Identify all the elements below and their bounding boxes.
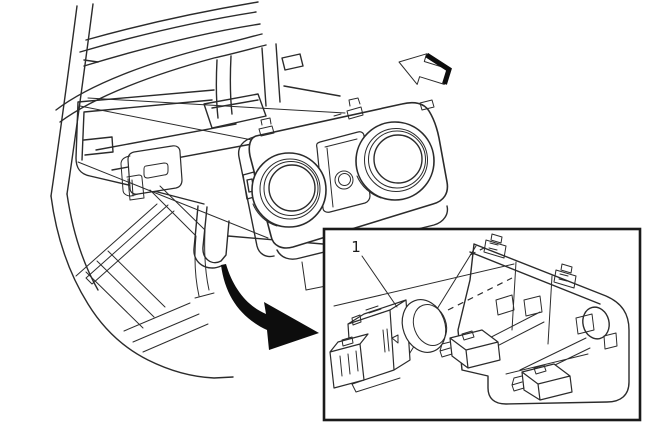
harness-connector-2-details	[511, 364, 547, 392]
harness-connector-1-details	[439, 330, 475, 358]
callout-1-label: 1	[351, 238, 361, 256]
rear-housing-illustration	[439, 233, 630, 405]
detail-inset: 1	[322, 227, 642, 422]
center-button-outer	[334, 170, 354, 190]
harness-connector-1	[449, 329, 501, 369]
callout-1-leader-line	[361, 255, 398, 308]
removal-direction-arrow-icon	[398, 52, 452, 85]
harness-connector-2	[521, 363, 573, 401]
left-knob-ring-2	[263, 161, 319, 216]
housing-knob-socket	[582, 306, 610, 340]
right-knob-ring-2	[368, 130, 426, 189]
center-plate-details	[324, 138, 358, 208]
housing-interior-details	[465, 261, 618, 381]
control-panel-clips	[258, 97, 435, 137]
left-knob-ring-1	[259, 158, 321, 220]
knob-base-arcs	[252, 175, 382, 227]
housing-top-clips	[483, 233, 577, 289]
dash-opening	[75, 85, 341, 205]
center-stack-tower	[203, 43, 304, 129]
knee-bolster-outline	[50, 193, 234, 379]
under-dash-supports	[126, 174, 215, 299]
left-knob-face	[268, 164, 316, 212]
direction-arrow-shadow-edge	[425, 52, 452, 85]
switch-knob-face	[412, 304, 448, 346]
blank-switch-bezel-details	[120, 155, 169, 197]
switch-body-details	[351, 305, 401, 393]
hvac-control-assembly	[237, 97, 449, 296]
direction-arrow-outline	[398, 53, 450, 85]
alignment-axis-dashed-line	[447, 246, 513, 311]
housing-shell	[457, 243, 630, 405]
projection-lines	[77, 97, 346, 239]
right-knob-face	[373, 134, 423, 184]
switch-connector-details	[339, 336, 359, 377]
right-knob-ring-1	[364, 128, 428, 192]
center-button-inner	[338, 173, 351, 186]
detail-callout-arrow-icon	[221, 264, 319, 350]
switch-knob-barrel	[401, 299, 447, 353]
blank-switch-bezel	[127, 145, 183, 195]
switch-illustration	[329, 299, 448, 393]
dash-top-lines	[55, 1, 267, 123]
knee-bolster-ribs	[75, 203, 209, 353]
